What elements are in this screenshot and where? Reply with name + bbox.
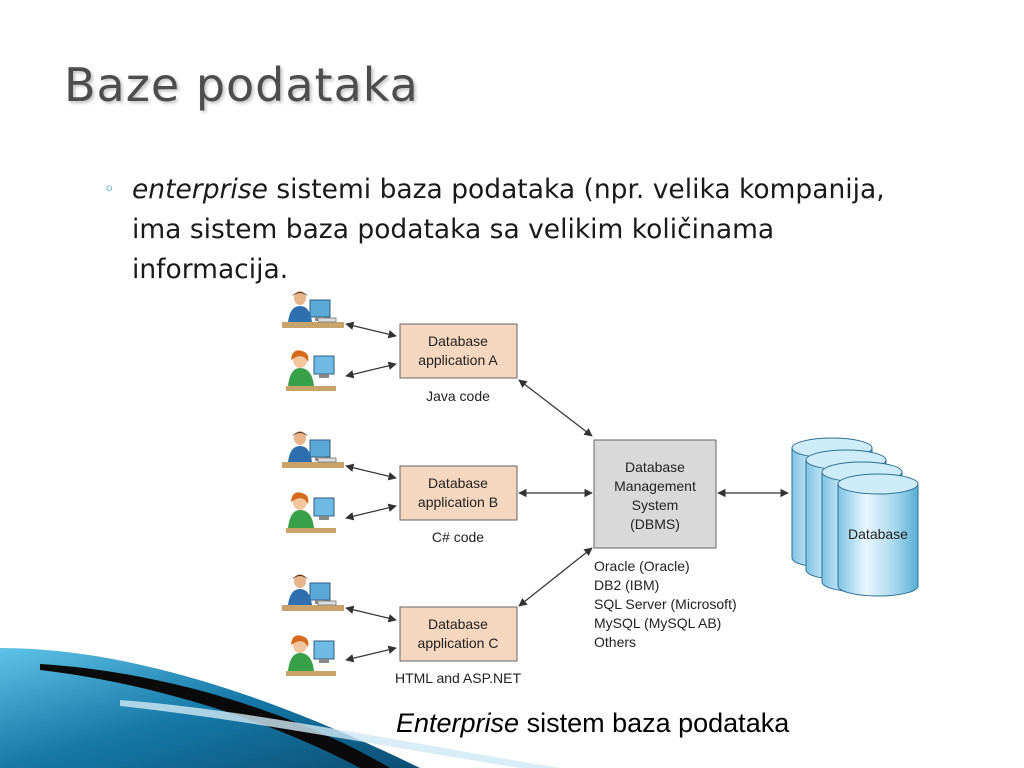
app-box-b-line2: application B (418, 494, 498, 510)
dbms-line4: (DBMS) (630, 516, 680, 532)
app-box-a: Database application A Java code (399, 323, 518, 404)
bullet-emphasis: enterprise (132, 174, 268, 205)
app-box-a-line2: application A (418, 352, 498, 368)
female-user-icon (286, 635, 336, 676)
caption-body: sistem baza podataka (519, 708, 790, 738)
male-user-icon (282, 574, 344, 611)
bullet-text: enterprise sistemi baza podataka (npr. v… (132, 170, 924, 290)
app-c-code-label: HTML and ASP.NET (395, 670, 522, 686)
vendor-item: Others (594, 634, 636, 650)
female-user-icon (286, 350, 336, 391)
user-app-arrow (345, 605, 397, 623)
database-label: Database (848, 526, 908, 542)
vendor-item: Oracle (Oracle) (594, 558, 690, 574)
user-app-arrow (345, 463, 397, 481)
app-box-b-line1: Database (428, 475, 488, 491)
enterprise-database-diagram: Database application A Java code Databas… (282, 291, 919, 686)
slide-title: Baze podataka (64, 58, 419, 112)
dbms-line2: Management (614, 478, 696, 494)
vendor-item: SQL Server (Microsoft) (594, 596, 737, 612)
app-box-c-line1: Database (428, 616, 488, 632)
app-box-c: Database application C HTML and ASP.NET (395, 606, 522, 686)
bullet-body: sistemi baza podataka (npr. velika kompa… (132, 174, 885, 285)
figure-caption: Enterprise sistem baza podataka (396, 708, 789, 739)
app-b-code-label: C# code (432, 529, 484, 545)
vendor-item: DB2 (IBM) (594, 577, 659, 593)
user-group-c (282, 574, 344, 676)
male-user-icon (282, 291, 344, 328)
user-group-b (282, 431, 344, 533)
user-app-arrow (345, 361, 397, 379)
app-a-code-label: Java code (426, 388, 490, 404)
dbms-line1: Database (625, 459, 685, 475)
vendor-item: MySQL (MySQL AB) (594, 615, 721, 631)
app-dbms-arrow (518, 547, 593, 607)
bullet-circle-icon: ◦ (104, 179, 115, 200)
female-user-icon (286, 492, 336, 533)
app-box-a-line1: Database (428, 333, 488, 349)
database-cylinder-stack-icon: Database (791, 437, 919, 597)
dbms-box: Database Management System (DBMS) (593, 439, 717, 549)
user-app-arrow (345, 321, 397, 339)
app-box-c-line2: application C (418, 635, 499, 651)
user-app-arrow (345, 503, 397, 521)
dbms-line3: System (632, 497, 679, 513)
app-dbms-arrow (518, 379, 593, 437)
bullet-point: ◦ enterprise sistemi baza podataka (npr.… (104, 170, 924, 290)
app-box-b: Database application B C# code (399, 465, 518, 545)
male-user-icon (282, 431, 344, 468)
user-app-arrow (345, 645, 397, 663)
dbms-vendor-list: Oracle (Oracle) DB2 (IBM) SQL Server (Mi… (594, 558, 737, 650)
caption-emphasis: Enterprise (396, 708, 520, 738)
user-group-a (282, 291, 344, 391)
